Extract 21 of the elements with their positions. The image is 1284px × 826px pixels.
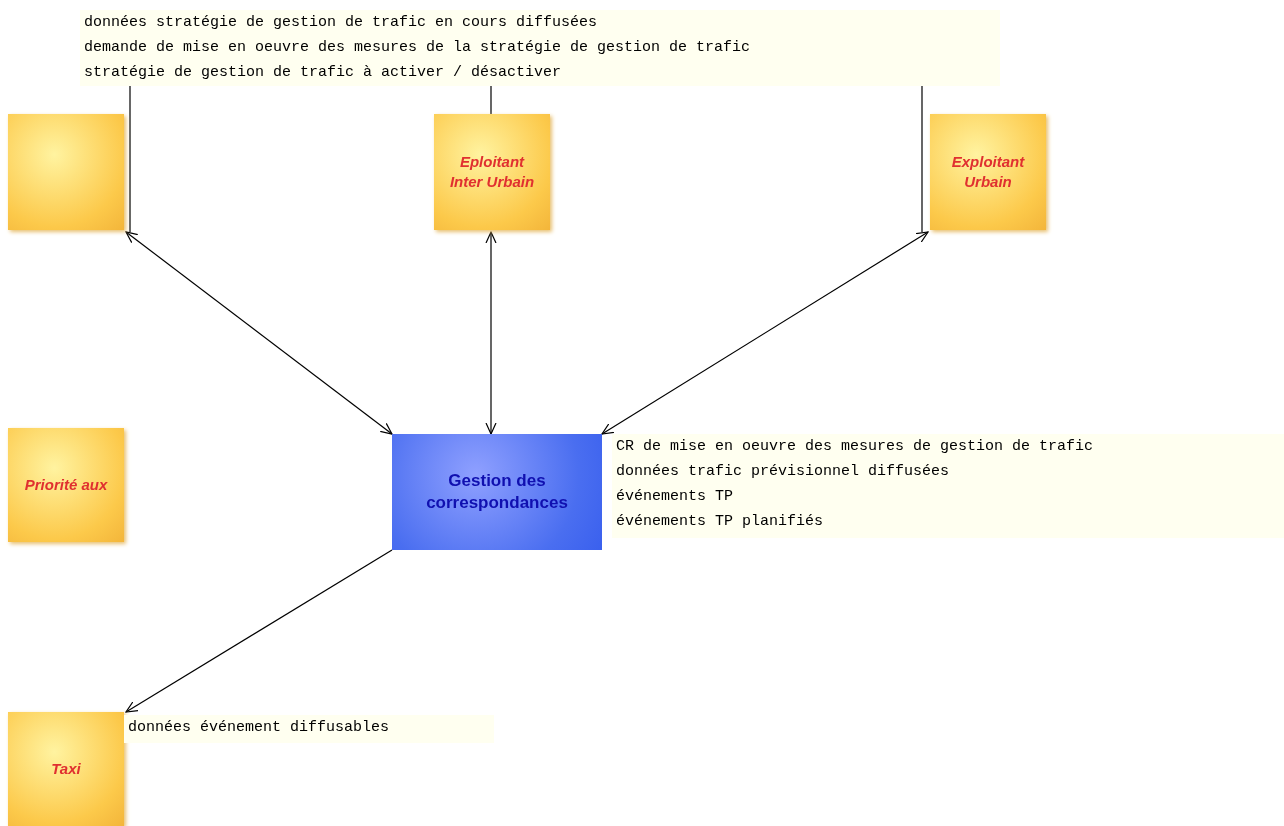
actor-box: Priorité aux xyxy=(8,428,124,542)
flow-label: CR de mise en oeuvre des mesures de gestion de trafic xyxy=(616,437,1094,457)
flow-label: demande de mise en oeuvre des mesures de la stratégie de gestion de trafic xyxy=(84,38,751,58)
leader-line xyxy=(490,85,492,115)
arrow xyxy=(125,549,393,713)
arrow xyxy=(601,231,929,435)
arrow xyxy=(125,231,393,435)
actor-box: Eploitant Inter Urbain xyxy=(434,114,550,230)
flow-label: événements TP planifiés xyxy=(616,512,824,532)
flow-label: stratégie de gestion de trafic à activer / désactiver xyxy=(84,63,562,83)
actor-box: Exploitant Urbain xyxy=(930,114,1046,230)
empty-box xyxy=(8,114,124,230)
leader-line xyxy=(921,85,923,233)
system-box: Gestion des correspondances xyxy=(392,434,602,550)
flow-label: événements TP xyxy=(616,487,734,507)
flow-label: données stratégie de gestion de trafic en cours diffusées xyxy=(84,13,598,33)
leader-line xyxy=(129,85,131,233)
flow-label: données trafic prévisionnel diffusées xyxy=(616,462,950,482)
arrow xyxy=(485,231,497,435)
actor-box: Taxi xyxy=(8,712,124,826)
flow-label: données événement diffusables xyxy=(128,718,390,738)
